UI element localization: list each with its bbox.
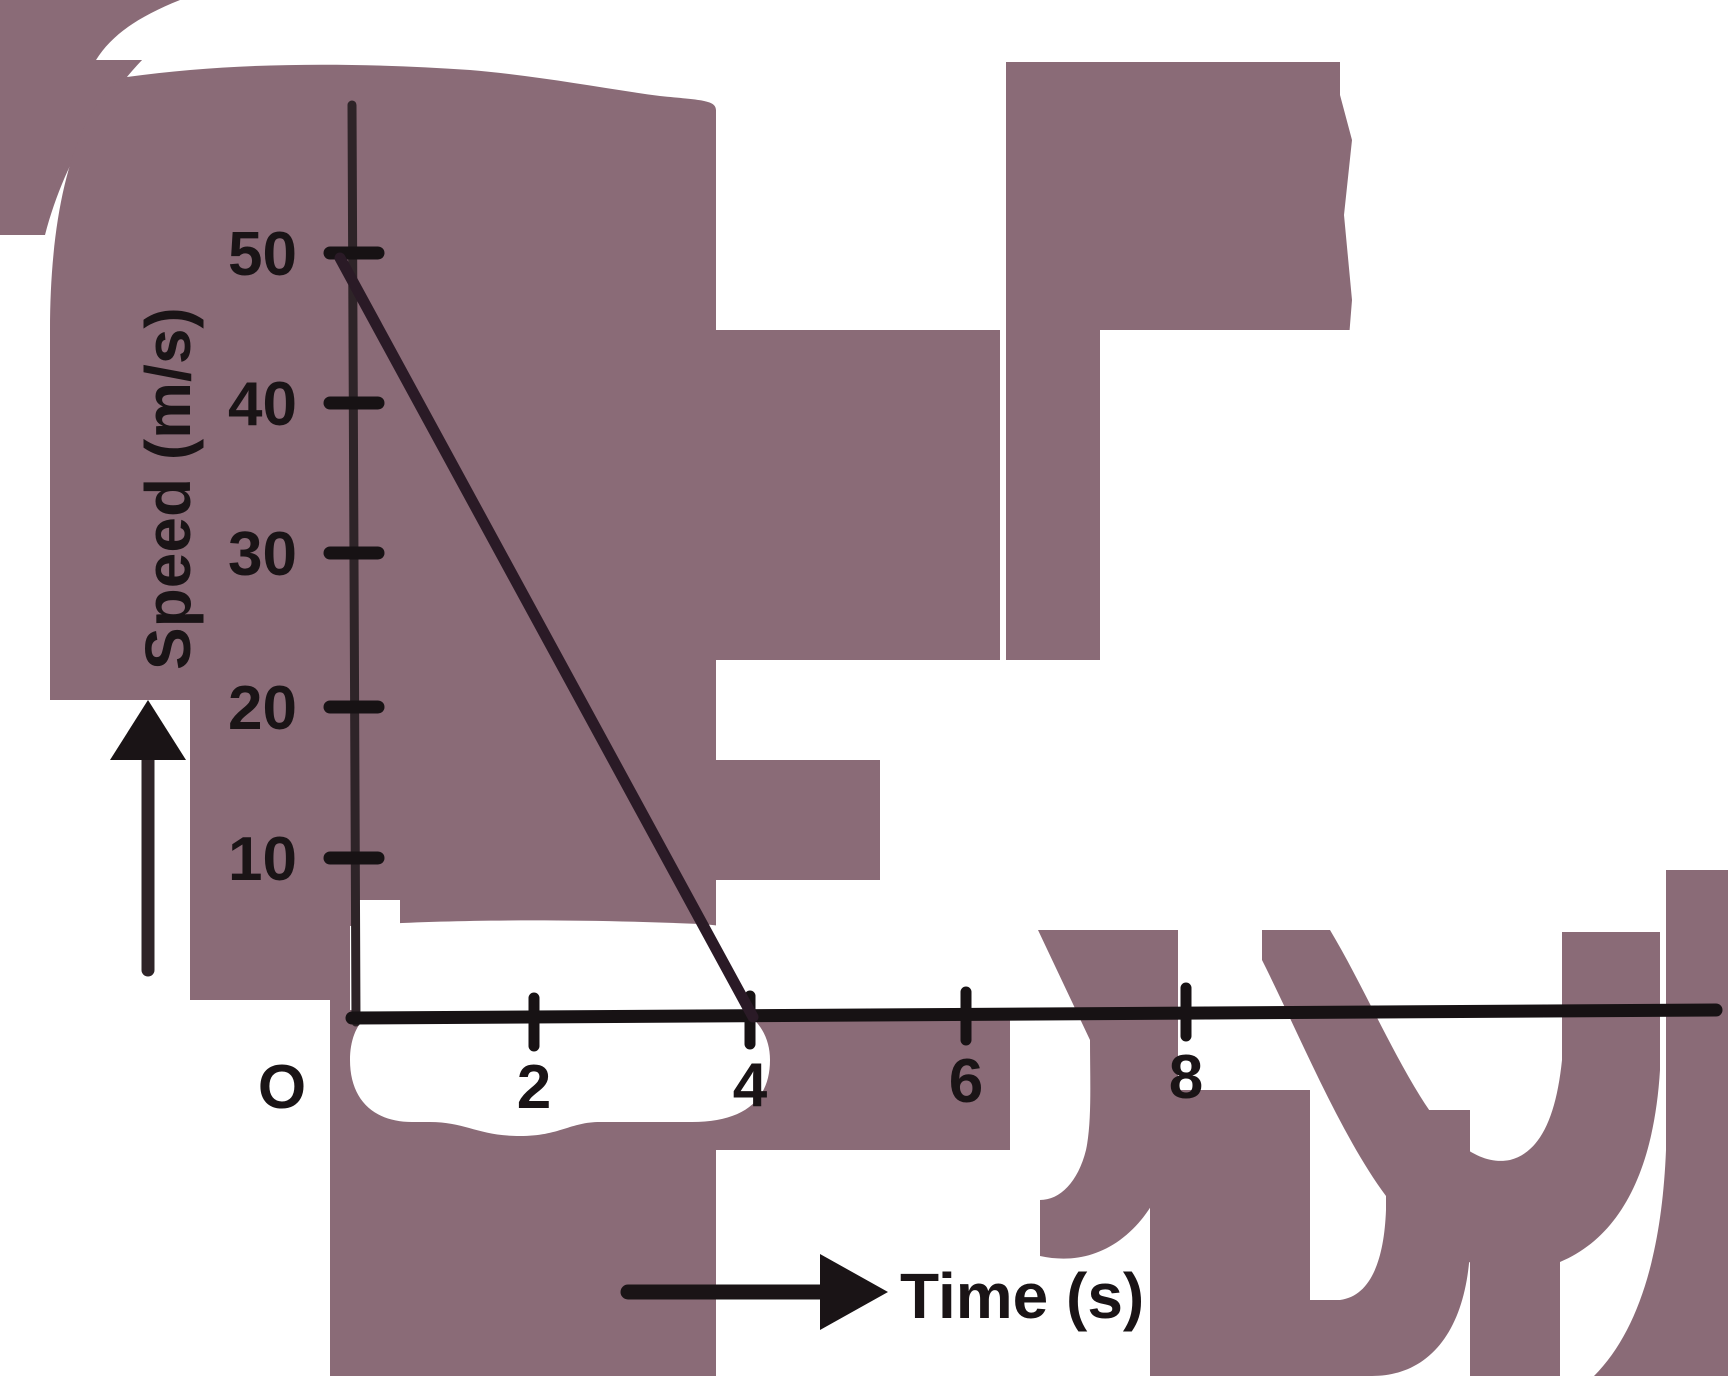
x-tick-label-6: 6	[949, 1047, 983, 1116]
speed-time-line	[334, 252, 759, 1023]
y-tick-label-10: 10	[228, 825, 297, 894]
y-axis-line	[347, 100, 361, 1027]
y-tick-label-50: 50	[228, 220, 297, 289]
x-tick-label-2: 2	[517, 1053, 551, 1122]
y-axis-title-group: Speed (m/s)	[132, 307, 204, 670]
x-axis-line	[345, 1003, 1723, 1025]
origin-label: O	[258, 1053, 306, 1122]
y-tick-label-40: 40	[228, 370, 297, 439]
x-tick-label-4: 4	[733, 1051, 768, 1120]
y-tick-label-20: 20	[228, 674, 297, 743]
up-arrow-icon	[110, 700, 186, 977]
x-tick-label-8: 8	[1169, 1043, 1203, 1112]
y-axis-title: Speed (m/s)	[132, 307, 204, 670]
right-arrow-icon	[620, 1254, 888, 1330]
x-axis-title: Time (s)	[900, 1260, 1144, 1332]
y-axis-ticks	[323, 246, 385, 865]
y-tick-label-30: 30	[228, 520, 297, 589]
